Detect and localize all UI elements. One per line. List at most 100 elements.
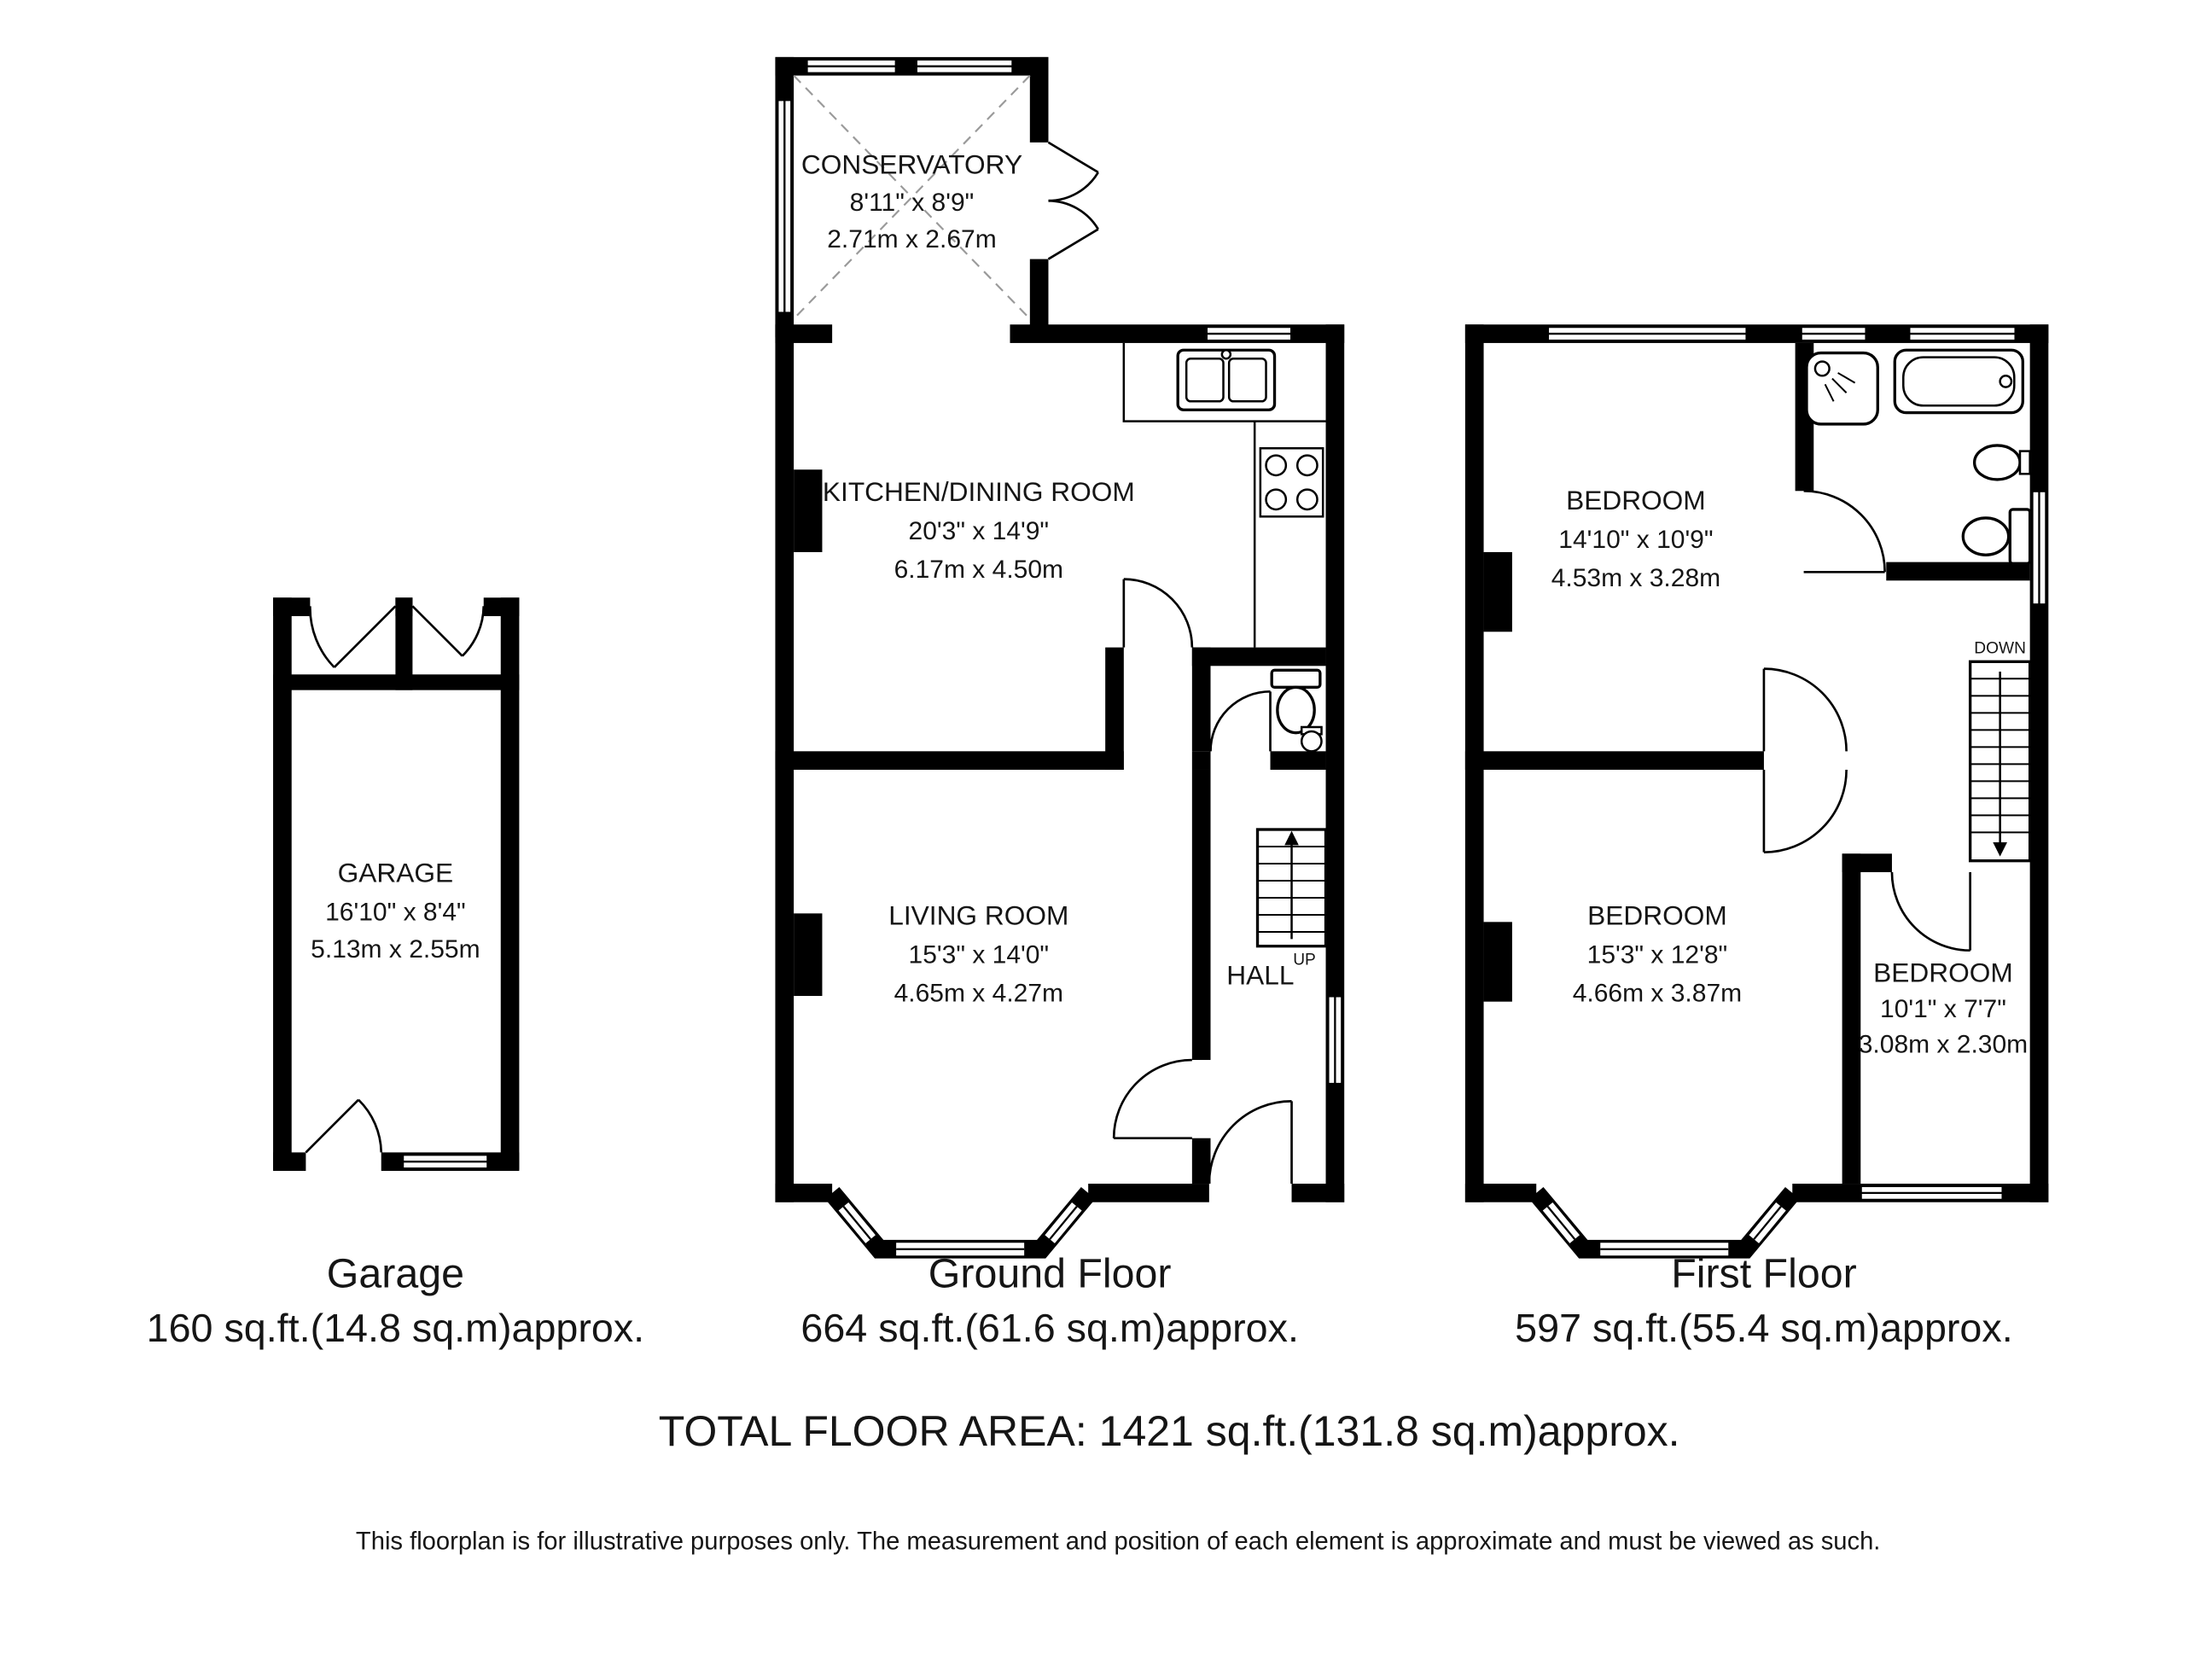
garage-caption-area: 160 sq.ft.(14.8 sq.m)approx.: [147, 1306, 644, 1350]
ff-wall-bottom-seg: [1464, 1184, 1537, 1202]
bay-window-glazing: [842, 1205, 872, 1240]
hall-label: HALL: [1226, 960, 1294, 991]
bedroom3-dims-imperial: 10'1" x 7'7": [1880, 995, 2006, 1023]
garage-rear-door-arc: [358, 1098, 383, 1153]
basin-icon: [1972, 444, 2022, 481]
front-door-arc: [1208, 1100, 1292, 1185]
conservatory-wall-right-seg: [1029, 259, 1049, 338]
garage-rear-door-panel: [305, 1098, 359, 1154]
bay-window-glazing: [1049, 1205, 1078, 1240]
french-door-panel: [1047, 228, 1099, 260]
ground-floor-plan: CONSERVATORY 8'11" x 8'9" 2.71m x 2.67m: [775, 56, 1345, 1259]
stairs-arrow-head: [1993, 842, 2007, 857]
bay-window-wall: [824, 1186, 1096, 1259]
bay-window-glazing: [1546, 1205, 1576, 1240]
captions: Garage 160 sq.ft.(14.8 sq.m)approx. Grou…: [147, 1251, 2013, 1556]
bedroom3-door-arc: [1890, 872, 1970, 952]
shower-spray-line: [1824, 383, 1835, 402]
total-floor-area: TOTAL FLOOR AREA: 1421 sq.ft.(131.8 sq.m…: [659, 1407, 1680, 1455]
wc-wall-left: [1191, 647, 1211, 752]
kitchen-dims-imperial: 20'3" x 14'9": [909, 517, 1050, 545]
garage-wall-right: [500, 597, 520, 1170]
garage-caption-title: Garage: [327, 1251, 464, 1297]
staircase-down: DOWN: [1968, 639, 2032, 863]
toilet-bowl-icon: [1961, 516, 2011, 556]
garage-wall-left: [273, 597, 292, 1170]
wc-basin-icon: [1300, 730, 1323, 753]
garage-wall-bottom-seg: [273, 1152, 306, 1172]
garage-door-panel: [333, 605, 397, 668]
hob-ring-icon: [1265, 488, 1288, 511]
gf-wall-top: [1010, 324, 1345, 343]
kitchen-label: KITCHEN/DINING ROOM: [823, 476, 1135, 507]
disclaimer-text: This floorplan is for illustrative purpo…: [356, 1528, 1880, 1555]
bedroom1-label: BEDROOM: [1566, 485, 1706, 515]
french-door-arc: [1048, 199, 1099, 230]
conservatory-wall-right-seg: [1029, 56, 1049, 143]
bedroom-divider-wall: [1464, 751, 1764, 770]
wc-wall-bottom-seg: [1191, 751, 1211, 770]
living-room-bay-window: [824, 1186, 1096, 1259]
bay-window-wall: [1528, 1186, 1800, 1259]
garage-inner-wall: [273, 674, 520, 690]
bedroom1-door-arc: [1763, 667, 1848, 752]
stairs-outline: [1968, 660, 2032, 863]
garage-door-arc: [461, 606, 486, 657]
bathroom-wall-bottom: [1886, 562, 2030, 581]
garage-dims-imperial: 16'10" x 8'4": [325, 899, 466, 927]
bathtub-inner: [1902, 356, 2016, 407]
bedroom3-dims-metric: 3.08m x 2.30m: [1859, 1031, 2028, 1059]
wc-wall-top: [1191, 647, 1326, 667]
conservatory-label: CONSERVATORY: [801, 149, 1022, 180]
bedroom2-bay-window: [1528, 1186, 1800, 1259]
gf-wall-bottom-seg: [1291, 1184, 1345, 1202]
garage-wall-top-seg: [273, 597, 311, 616]
bedroom1-dims-imperial: 14'10" x 10'9": [1558, 526, 1713, 554]
toilet-cistern-icon: [2008, 508, 2032, 565]
living-door-arc: [1112, 1058, 1192, 1138]
first-floor-caption-title: First Floor: [1671, 1251, 1856, 1297]
stairs-down-label: DOWN: [1974, 639, 2026, 657]
bedroom2-door-arc: [1763, 769, 1848, 854]
first-floor-plan: DOWN BEDROOM 14'10" x 10'9" 4.53m x 3.28…: [1464, 324, 2049, 1259]
garage-label: GARAGE: [338, 858, 453, 888]
garage-plan: GARAGE 16'10" x 8'4" 5.13m x 2.55m: [273, 597, 520, 1172]
bay-window-glazing: [1753, 1205, 1782, 1240]
kitchen-door-arc: [1123, 578, 1194, 648]
bedroom2-dims-imperial: 15'3" x 12'8": [1587, 941, 1728, 969]
french-door-arc: [1048, 172, 1099, 202]
kitchen-fittings: [1122, 342, 1326, 648]
ground-floor-caption-title: Ground Floor: [928, 1251, 1172, 1297]
kitchen-divider-stub: [1105, 647, 1124, 770]
garage-door-arc: [309, 606, 335, 668]
garage-dims-metric: 5.13m x 2.55m: [311, 935, 480, 963]
garage-wall-top-seg: [483, 597, 520, 616]
garage-door-panel: [411, 605, 463, 657]
conservatory-dims-metric: 2.71m x 2.67m: [827, 225, 996, 253]
conservatory-dims-imperial: 8'11" x 8'9": [850, 189, 975, 217]
bathroom-door-arc: [1803, 489, 1886, 573]
staircase-up: UP: [1255, 828, 1328, 969]
garage-inner-stub: [395, 597, 413, 690]
toilet-cistern-icon: [1270, 668, 1322, 689]
shower-spray-line: [1831, 377, 1848, 393]
gf-wall-bottom-seg: [1088, 1184, 1209, 1202]
french-door-panel: [1047, 141, 1099, 174]
hall-wall-left-seg: [1191, 769, 1211, 1061]
hob-ring-icon: [1265, 454, 1288, 477]
gf-wall-bottom-seg: [775, 1184, 833, 1202]
wc-fixtures: [1270, 668, 1323, 753]
wc-door-arc: [1209, 690, 1271, 752]
conservatory: CONSERVATORY 8'11" x 8'9" 2.71m x 2.67m: [775, 56, 1099, 338]
bath-tap-icon: [1999, 375, 2013, 388]
kitchen-living-divider: [775, 751, 1124, 770]
conservatory-roof-diagonal: [793, 74, 1031, 320]
chimney-breast: [794, 469, 823, 552]
toilet-bowl-icon: [1276, 685, 1316, 735]
bedroom2-dims-metric: 4.66m x 3.87m: [1573, 980, 1742, 1008]
ground-floor-caption-area: 664 sq.ft.(61.6 sq.m)approx.: [800, 1306, 1298, 1350]
ff-wall-right: [2029, 324, 2049, 1202]
kitchen-counter-edge: [1122, 342, 1326, 422]
bedroom2-label: BEDROOM: [1587, 900, 1727, 931]
